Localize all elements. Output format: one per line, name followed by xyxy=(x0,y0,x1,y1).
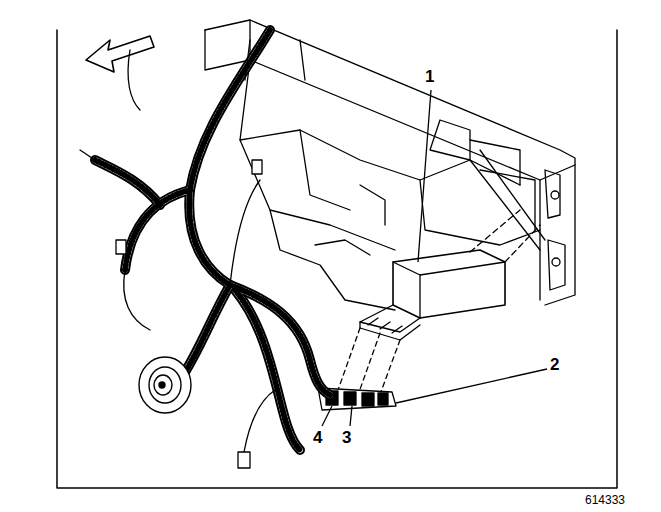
figure-number: 614333 xyxy=(585,494,625,506)
callout-number: 2 xyxy=(550,356,559,373)
callout-number: 4 xyxy=(313,429,322,446)
callout-number: 3 xyxy=(342,429,351,446)
callout-number: 1 xyxy=(425,68,434,85)
